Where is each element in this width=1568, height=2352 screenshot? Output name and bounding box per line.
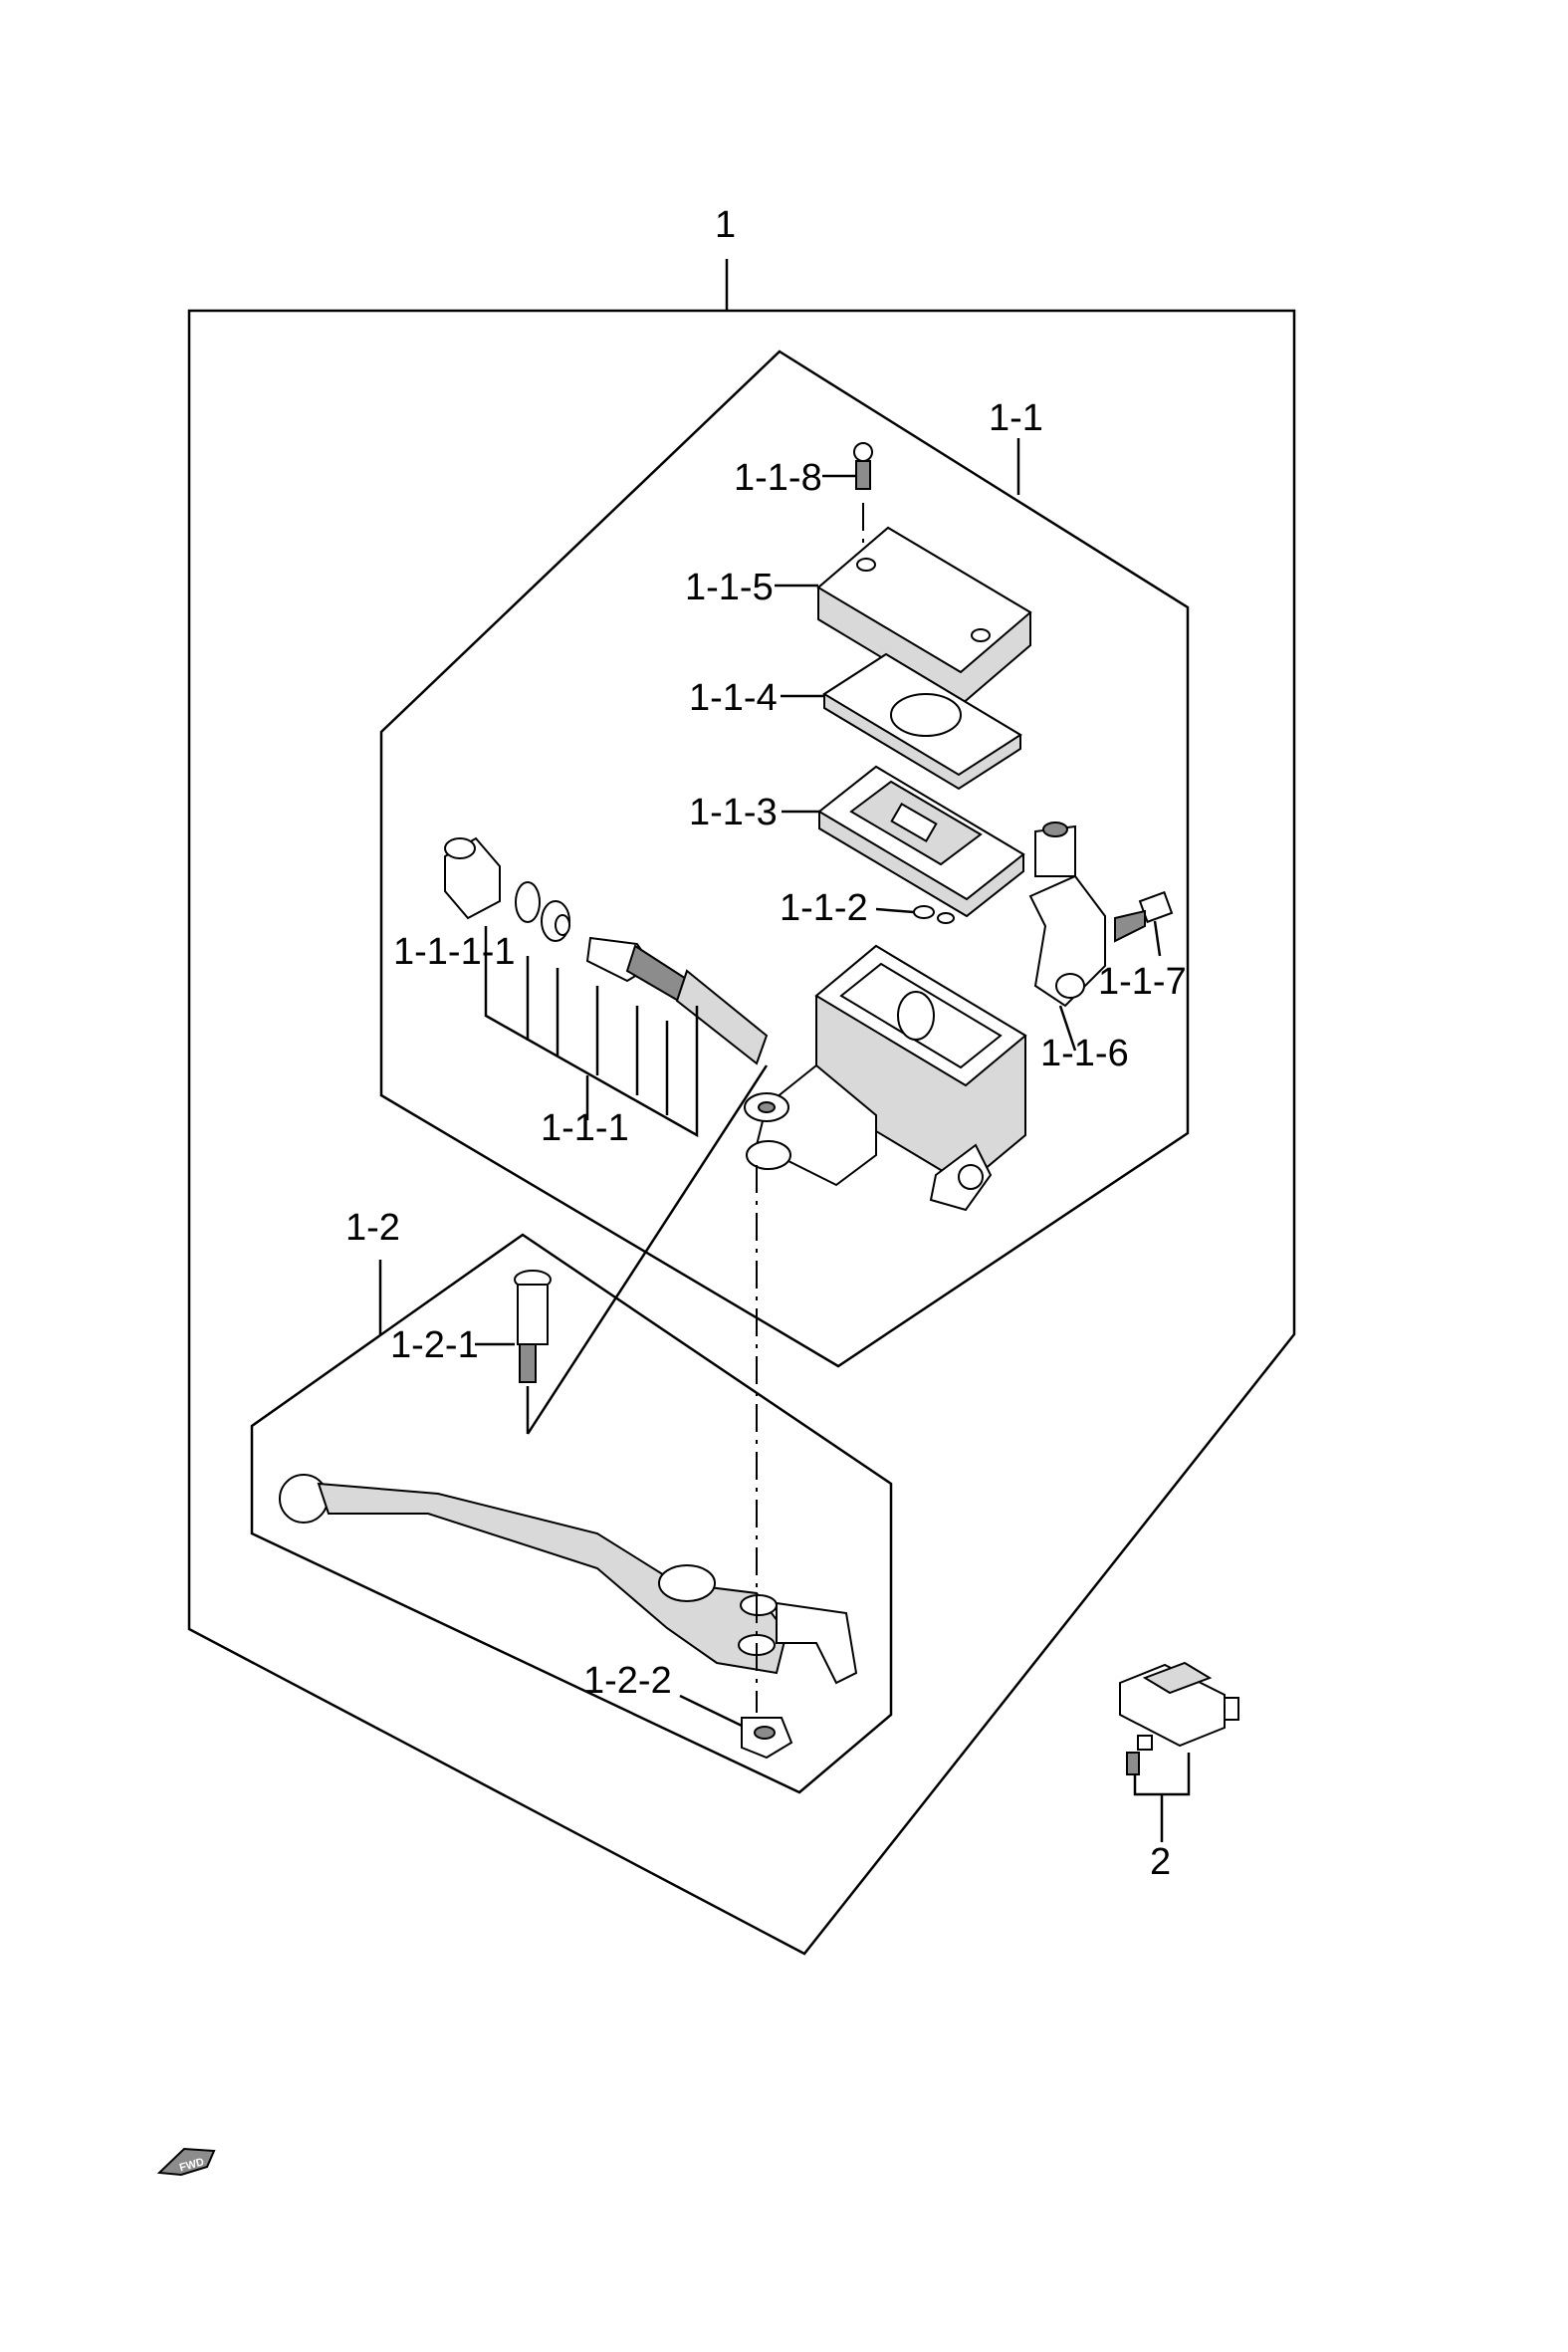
assembly-1-outline xyxy=(187,259,1296,1956)
master-cylinder-body xyxy=(744,944,1027,1212)
label-1: 1 xyxy=(715,204,736,246)
clamp-1-1-6 xyxy=(1028,822,1106,1052)
bolt-1-1-7 xyxy=(1114,890,1174,957)
clip-1-1-2 xyxy=(875,905,955,924)
label-1-1-1: 1-1-1 xyxy=(541,1107,629,1149)
label-2: 2 xyxy=(1150,1841,1171,1883)
nut-1-2-2 xyxy=(679,1694,793,1760)
label-1-1-3: 1-1-3 xyxy=(689,792,778,833)
piston-assembly-1-1-1 xyxy=(444,836,769,1138)
label-1-2-2: 1-2-2 xyxy=(583,1660,672,1702)
label-1-1-8: 1-1-8 xyxy=(734,457,822,499)
label-1-2: 1-2 xyxy=(345,1207,400,1249)
label-1-1-4: 1-1-4 xyxy=(689,677,778,719)
diaphragm-1-1-3 xyxy=(782,765,1025,918)
label-1-1-2: 1-1-2 xyxy=(780,887,868,929)
label-1-1-6: 1-1-6 xyxy=(1040,1033,1129,1074)
assembly-1-1-outline xyxy=(379,350,1190,1368)
assembly-1-2-outline xyxy=(250,1233,893,1794)
brake-switch-2 xyxy=(1119,1661,1239,1842)
label-1-1-5: 1-1-5 xyxy=(685,567,774,608)
brake-lever xyxy=(279,1165,858,1713)
screw-1-1-8 xyxy=(822,442,873,563)
diaphragm-plate-1-1-4 xyxy=(781,652,1022,791)
reservoir-cap-1-1-5 xyxy=(775,526,1032,707)
pivot-bolt-1-2-1 xyxy=(475,1064,769,1435)
label-1-1-1-1: 1-1-1-1 xyxy=(393,931,516,973)
fwd-arrow-icon: FWD xyxy=(156,2147,216,2177)
label-1-2-1: 1-2-1 xyxy=(390,1324,479,1366)
label-1-1: 1-1 xyxy=(989,397,1043,439)
label-1-1-7: 1-1-7 xyxy=(1098,961,1187,1003)
